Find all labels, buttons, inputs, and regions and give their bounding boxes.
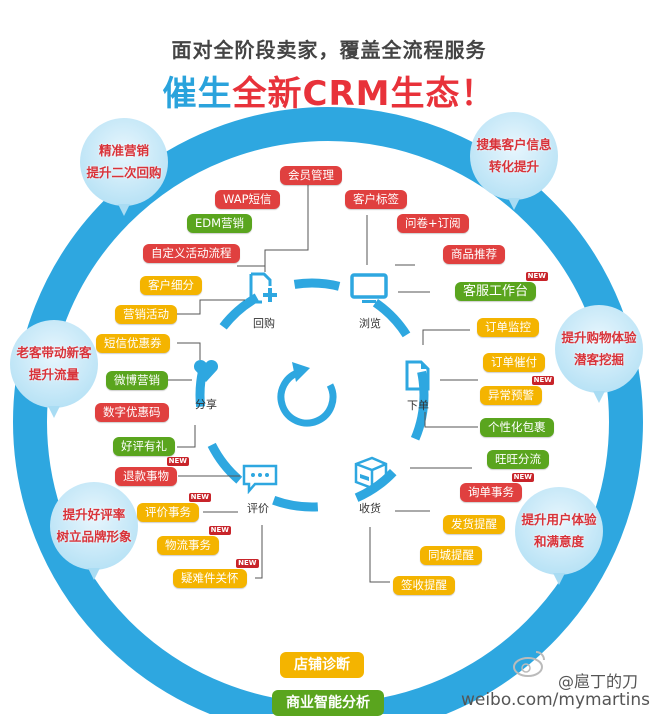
stage-review: 评价 (247, 502, 269, 515)
inner-dashed-ring (195, 278, 429, 512)
bubble-line: 提升流量 (28, 367, 79, 382)
watermark-url: weibo.com/mymartins (460, 690, 650, 710)
feature-logistics-affairs: 物流事务 NEW (157, 526, 231, 555)
shop-diagnosis-button: 店铺诊断 (280, 652, 364, 678)
pill-label: 退款事物 (123, 469, 169, 483)
stage-browse: 浏览 (359, 317, 381, 330)
pill-label: 疑难件关怀 (181, 571, 239, 585)
feature-payment-reminder: 订单催付 (483, 353, 545, 372)
feature-refund-affairs: 退款事物 NEW (115, 457, 189, 486)
feature-personalized-package: 个性化包裹 (480, 418, 554, 437)
pill-label: 询单事务 (468, 485, 514, 499)
refresh-icon (277, 362, 337, 427)
new-badge: NEW (188, 493, 211, 502)
title-part1: 催生 (162, 74, 233, 114)
bubble-line: 老客带动新客 (16, 345, 92, 360)
title-part2: 全新CRM生态！ (232, 74, 496, 114)
new-badge: NEW (208, 526, 231, 535)
stage-share: 分享 (195, 398, 217, 411)
bubble-line: 提升购物体验 (561, 330, 637, 345)
repurchase-doc-plus-icon (249, 272, 277, 304)
stage-repurchase: 回购 (253, 317, 275, 330)
page-title: 催生全新CRM生态！ (0, 66, 658, 115)
heart-icon (193, 359, 219, 382)
pill-label: 客服工作台 (463, 284, 529, 299)
bubble-line: 提升二次回购 (86, 165, 162, 180)
feature-inquiry-affairs: 询单事务 NEW (460, 473, 534, 502)
bubble-line: 和满意度 (533, 534, 584, 549)
feature-same-city-reminder: 同城提醒 (420, 546, 482, 565)
stage-order: 下单 (407, 399, 429, 412)
connector-lines (168, 175, 478, 583)
feature-review-rewards: 好评有礼 (113, 437, 175, 456)
feature-product-recommendation: 商品推荐 (443, 245, 505, 264)
bubble-line: 搜集客户信息 (476, 137, 552, 152)
package-box-icon (354, 456, 388, 490)
feature-marketing-activities: 营销活动 (115, 305, 177, 324)
feature-review-affairs: 评价事务 NEW (137, 493, 211, 522)
feature-delivery-reminder: 签收提醒 (393, 576, 455, 595)
feature-wap-sms: WAP短信 (215, 190, 280, 209)
new-badge: NEW (236, 559, 259, 568)
new-badge: NEW (531, 376, 554, 385)
feature-weibo-marketing: 微博营销 (106, 371, 168, 390)
bubble-line: 精准营销 (98, 143, 149, 158)
feature-wangwang-routing: 旺旺分流 (487, 450, 549, 469)
pill-label: 异常预警 (488, 388, 534, 402)
feature-digital-coupon-code: 数字优惠码 (95, 403, 169, 422)
feature-anomaly-alert: 异常预警 NEW (480, 376, 554, 405)
bubble-new-customers: 老客带动新客提升流量 (10, 320, 98, 418)
new-badge: NEW (525, 272, 549, 281)
weibo-logo-icon (513, 651, 545, 677)
bubble-user-satisfaction: 提升用户体验和满意度 (515, 487, 603, 585)
bubble-shopping-experience: 提升购物体验潜客挖掘 (555, 305, 643, 403)
feature-customer-segmentation: 客户细分 (140, 276, 202, 295)
feature-custom-campaign-flow: 自定义活动流程 (143, 244, 240, 263)
feature-difficult-case-care: 疑难件关怀 NEW (173, 559, 259, 588)
feature-customer-tags: 客户标签 (345, 190, 407, 209)
bubble-line: 提升好评率 (62, 507, 126, 522)
monitor-icon (350, 273, 388, 303)
bubble-line: 树立品牌形象 (56, 529, 132, 544)
feature-survey-subscription: 问卷+订阅 (397, 214, 469, 233)
outer-ring (13, 107, 643, 714)
new-badge: NEW (511, 473, 534, 482)
bubble-line: 转化提升 (488, 159, 539, 174)
feature-sms-coupons: 短信优惠券 (96, 334, 170, 353)
new-badge: NEW (166, 457, 189, 466)
bubble-customer-info: 搜集客户信息转化提升 (470, 112, 558, 210)
stage-receive: 收货 (359, 502, 381, 515)
feature-shipping-reminder: 发货提醒 (443, 515, 505, 534)
bubble-positive-reviews: 提升好评率树立品牌形象 (50, 482, 138, 580)
feature-edm-marketing: EDM营销 (187, 214, 253, 233)
pill-label: 评价事务 (145, 505, 191, 519)
bubble-line: 潜客挖掘 (573, 352, 624, 367)
pill-label: 物流事务 (165, 538, 211, 552)
bubble-line: 提升用户体验 (521, 512, 597, 527)
watermark-handle: @扈丁的刀 (557, 672, 638, 691)
bi-analysis-button: 商业智能分析 (272, 690, 384, 716)
document-icon (405, 360, 430, 391)
chat-bubble-icon (242, 464, 278, 494)
feature-service-workbench: 客服工作台 NEW (455, 272, 549, 301)
feature-member-management: 会员管理 (280, 166, 342, 185)
bubble-precise-marketing: 精准营销提升二次回购 (80, 118, 168, 216)
feature-order-monitoring: 订单监控 (477, 318, 539, 337)
page-subtitle: 面对全阶段卖家，覆盖全流程服务 (171, 38, 487, 62)
